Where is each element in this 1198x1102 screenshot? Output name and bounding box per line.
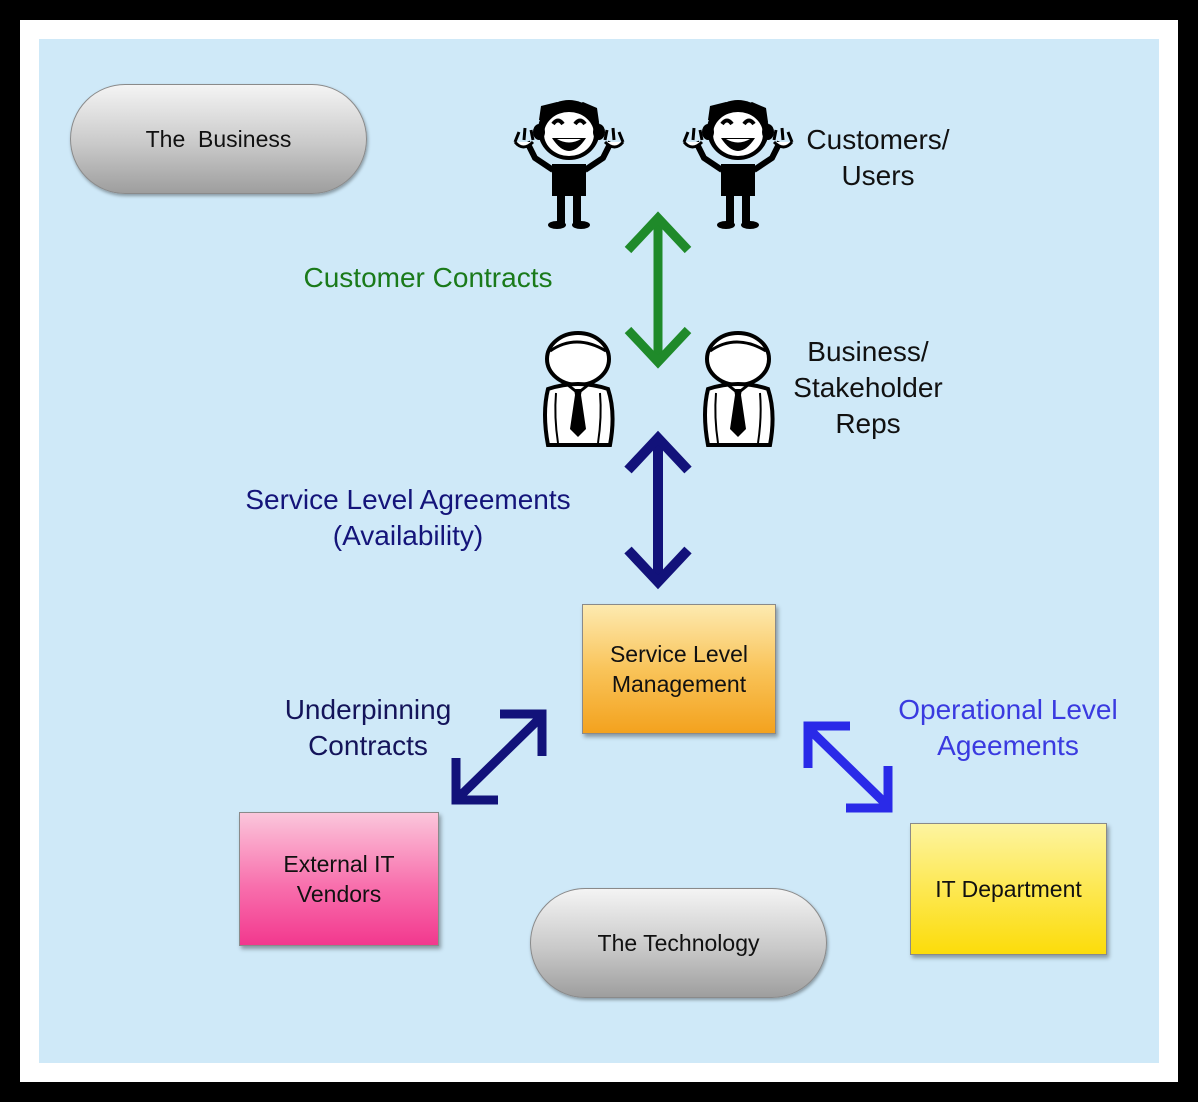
zone-the-business: The Business (70, 84, 367, 194)
customer-contracts-label: Customer Contracts (288, 260, 568, 296)
customer-figure-2-icon (684, 100, 792, 229)
customers-line2: Users (841, 160, 915, 191)
external-it-vendors-box: External IT Vendors (239, 812, 439, 946)
zone-the-technology: The Technology (530, 888, 827, 998)
customer-contracts-text: Customer Contracts (303, 262, 553, 293)
reps-line3: Reps (835, 408, 901, 439)
slm-line2: Management (611, 671, 747, 697)
slm-line1: Service Level (609, 641, 749, 667)
customers-line1: Customers/ (806, 124, 950, 155)
vendors-line2: Vendors (296, 881, 382, 907)
customers-users-label: Customers/ Users (800, 122, 956, 194)
rep-figure-1-icon (543, 331, 615, 447)
zone-the-technology-label: The Technology (597, 929, 760, 956)
zone-the-business-label: The Business (145, 125, 292, 152)
sla-arrow-icon (624, 430, 692, 590)
underpinning-line2: Contracts (308, 730, 428, 761)
customer-figure-1-icon (515, 100, 623, 229)
business-reps-label: Business/ Stakeholder Reps (780, 334, 956, 442)
underpinning-contracts-label: Underpinning Contracts (272, 692, 464, 764)
it-department-box: IT Department (910, 823, 1107, 955)
reps-line2: Stakeholder (793, 372, 943, 403)
underpinning-arrow-icon (451, 709, 547, 805)
ola-line2: Ageements (937, 730, 1079, 761)
underpinning-line1: Underpinning (284, 694, 452, 725)
sla-label: Service Level Agreements (Availability) (228, 482, 588, 554)
customer-contracts-arrow-icon (624, 211, 692, 369)
ola-label: Operational Level Ageements (884, 692, 1132, 764)
ola-line1: Operational Level (898, 694, 1118, 725)
it-department-label: IT Department (935, 876, 1082, 902)
service-level-management-box: Service Level Management (582, 604, 776, 734)
vendors-line1: External IT (283, 851, 395, 877)
reps-line1: Business/ (807, 336, 929, 367)
rep-figure-2-icon (703, 331, 775, 447)
sla-line1: Service Level Agreements (245, 484, 571, 515)
ola-arrow-icon (803, 721, 893, 813)
sla-line2: (Availability) (332, 520, 484, 551)
